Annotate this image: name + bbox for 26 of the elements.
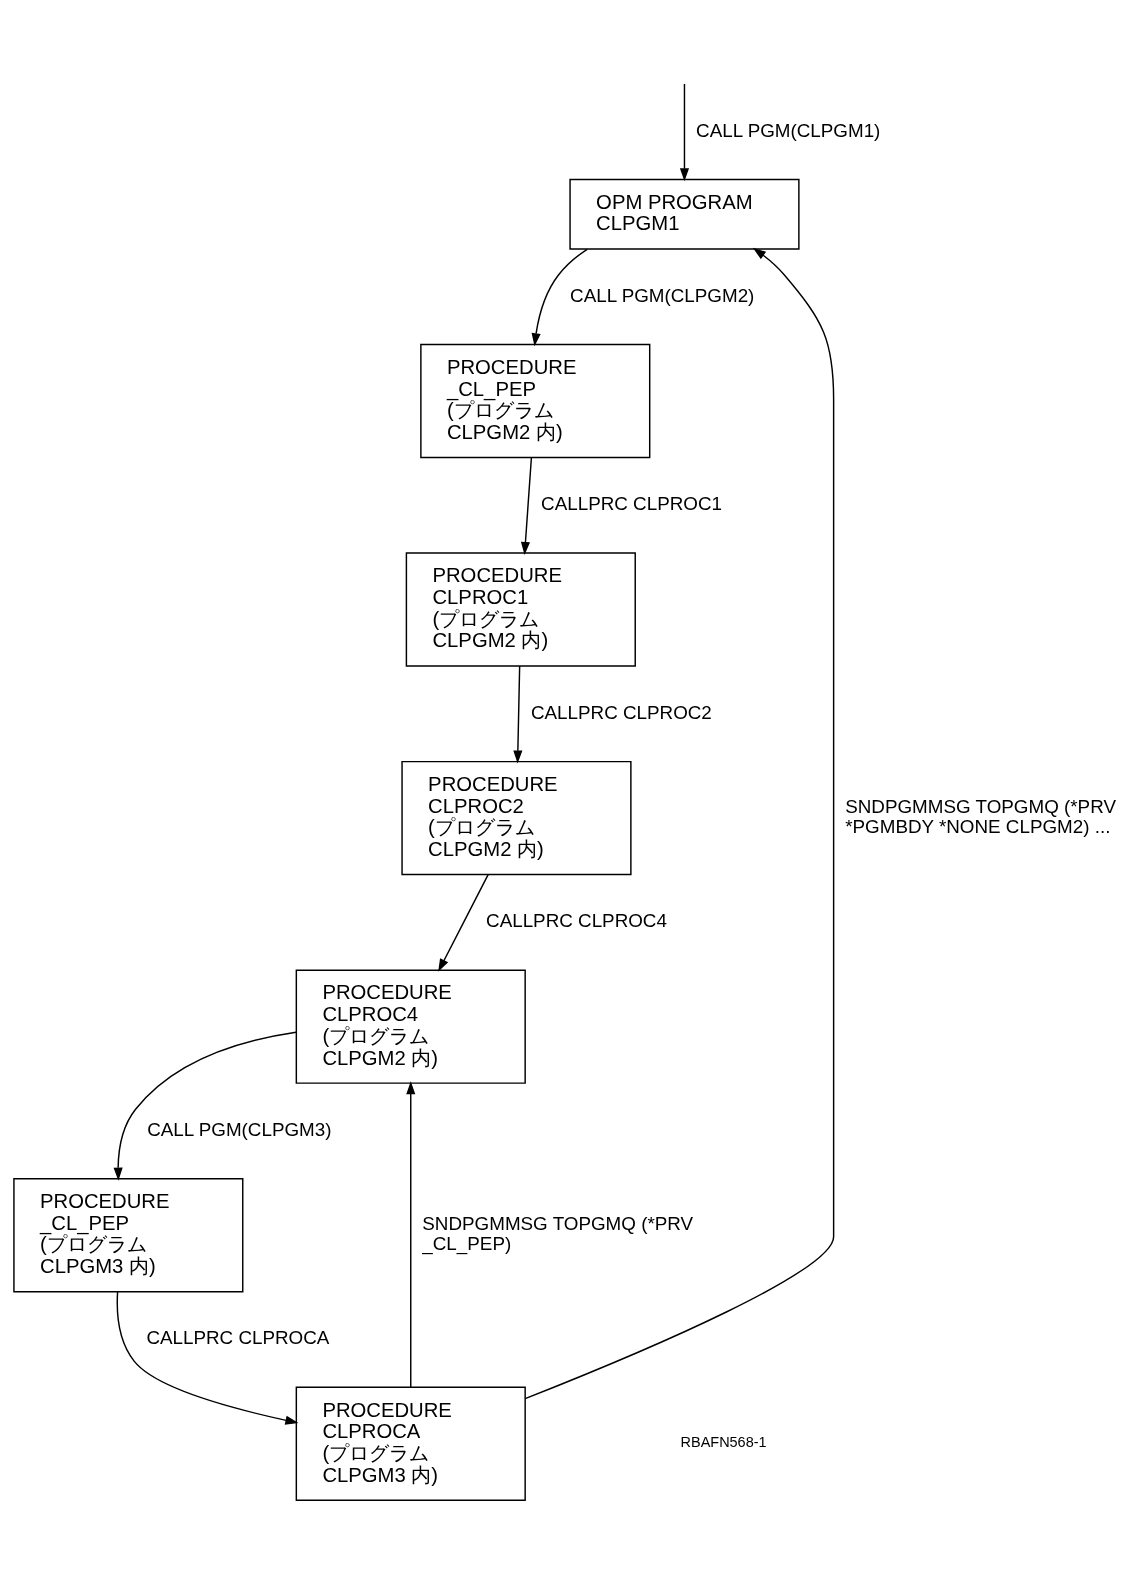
arrow	[438, 873, 489, 972]
edge-label: CALLPRC CLPROCA	[146, 1327, 330, 1349]
edge-label: SNDPGMMSG TOPGMQ (*PRV _CL_PEP)	[422, 1212, 694, 1255]
node-box: PROCEDURE _CL_PEP (プログラム CLPGM2 内)	[420, 343, 651, 459]
edge-label: CALLPRC CLPROC2	[530, 701, 712, 723]
arrow	[116, 1291, 299, 1425]
arrow	[520, 456, 533, 556]
node-box: PROCEDURE CLPROC2 (プログラム CLPGM2 内)	[401, 760, 632, 876]
node-box: OPM PROGRAM CLPGM1	[569, 178, 800, 250]
edge-label: CALLPRC CLPROC1	[541, 493, 722, 515]
edge-label: CALLPRC CLPROC4	[486, 910, 667, 932]
arrow	[679, 83, 690, 182]
arrow	[113, 1031, 297, 1181]
node-box: PROCEDURE CLPROC4 (プログラム CLPGM2 内)	[295, 969, 526, 1084]
node-box: PROCEDURE CLPROCA (プログラム CLPGM3 内)	[295, 1386, 526, 1501]
node-box: PROCEDURE _CL_PEP (プログラム CLPGM3 内)	[13, 1177, 244, 1293]
edge-label: CALL PGM(CLPGM1)	[696, 119, 881, 141]
arrow	[531, 248, 588, 347]
arrow	[406, 1081, 416, 1388]
edge-label: CALL PGM(CLPGM2)	[570, 284, 755, 306]
label: RBAFN568-1	[680, 1434, 767, 1451]
arrow	[524, 247, 835, 1400]
edge-label: SNDPGMMSG TOPGMQ (*PRV *PGMBDY *NONE CLPGM2) ...	[845, 795, 1116, 838]
edge-label: CALL PGM(CLPGM3)	[147, 1118, 332, 1140]
node-box: PROCEDURE CLPROC1 (プログラム CLPGM2 内)	[405, 552, 636, 667]
arrow	[513, 665, 523, 764]
